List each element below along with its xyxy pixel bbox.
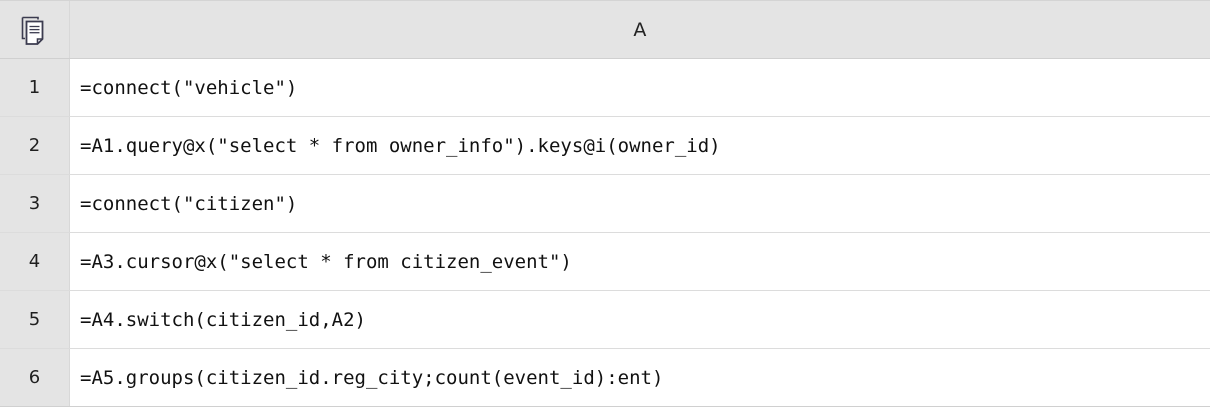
row-number-1: 1 xyxy=(28,77,41,98)
cell-a5[interactable]: =A4.switch(citizen_id,A2) xyxy=(70,291,1210,348)
table-row: 2 =A1.query@x("select * from owner_info"… xyxy=(0,117,1210,175)
row-header-4[interactable]: 4 xyxy=(0,233,70,290)
row-header-6[interactable]: 6 xyxy=(0,349,70,406)
table-row: 6 =A5.groups(citizen_id.reg_city;count(e… xyxy=(0,349,1210,407)
cell-a4[interactable]: =A3.cursor@x("select * from citizen_even… xyxy=(70,233,1210,290)
cell-a6[interactable]: =A5.groups(citizen_id.reg_city;count(eve… xyxy=(70,349,1210,406)
row-number-3: 3 xyxy=(28,193,41,214)
row-header-2[interactable]: 2 xyxy=(0,117,70,174)
column-header-a[interactable]: A xyxy=(70,1,1210,58)
row-header-5[interactable]: 5 xyxy=(0,291,70,348)
grid-header-row: A xyxy=(0,1,1210,59)
table-row: 3 =connect("citizen") xyxy=(0,175,1210,233)
cell-a3[interactable]: =connect("citizen") xyxy=(70,175,1210,232)
table-row: 4 =A3.cursor@x("select * from citizen_ev… xyxy=(0,233,1210,291)
select-all-corner-cell[interactable] xyxy=(0,1,70,58)
table-row: 5 =A4.switch(citizen_id,A2) xyxy=(0,291,1210,349)
documents-icon xyxy=(20,14,50,45)
cell-a2[interactable]: =A1.query@x("select * from owner_info").… xyxy=(70,117,1210,174)
row-number-2: 2 xyxy=(28,135,41,156)
row-header-1[interactable]: 1 xyxy=(0,59,70,116)
row-number-6: 6 xyxy=(28,367,41,388)
cell-a1[interactable]: =connect("vehicle") xyxy=(70,59,1210,116)
column-header-a-label: A xyxy=(633,18,647,41)
row-header-3[interactable]: 3 xyxy=(0,175,70,232)
table-row: 1 =connect("vehicle") xyxy=(0,59,1210,117)
grid-body: 1 =connect("vehicle") 2 =A1.query@x("sel… xyxy=(0,59,1210,407)
row-number-4: 4 xyxy=(28,251,41,272)
row-number-5: 5 xyxy=(28,309,41,330)
